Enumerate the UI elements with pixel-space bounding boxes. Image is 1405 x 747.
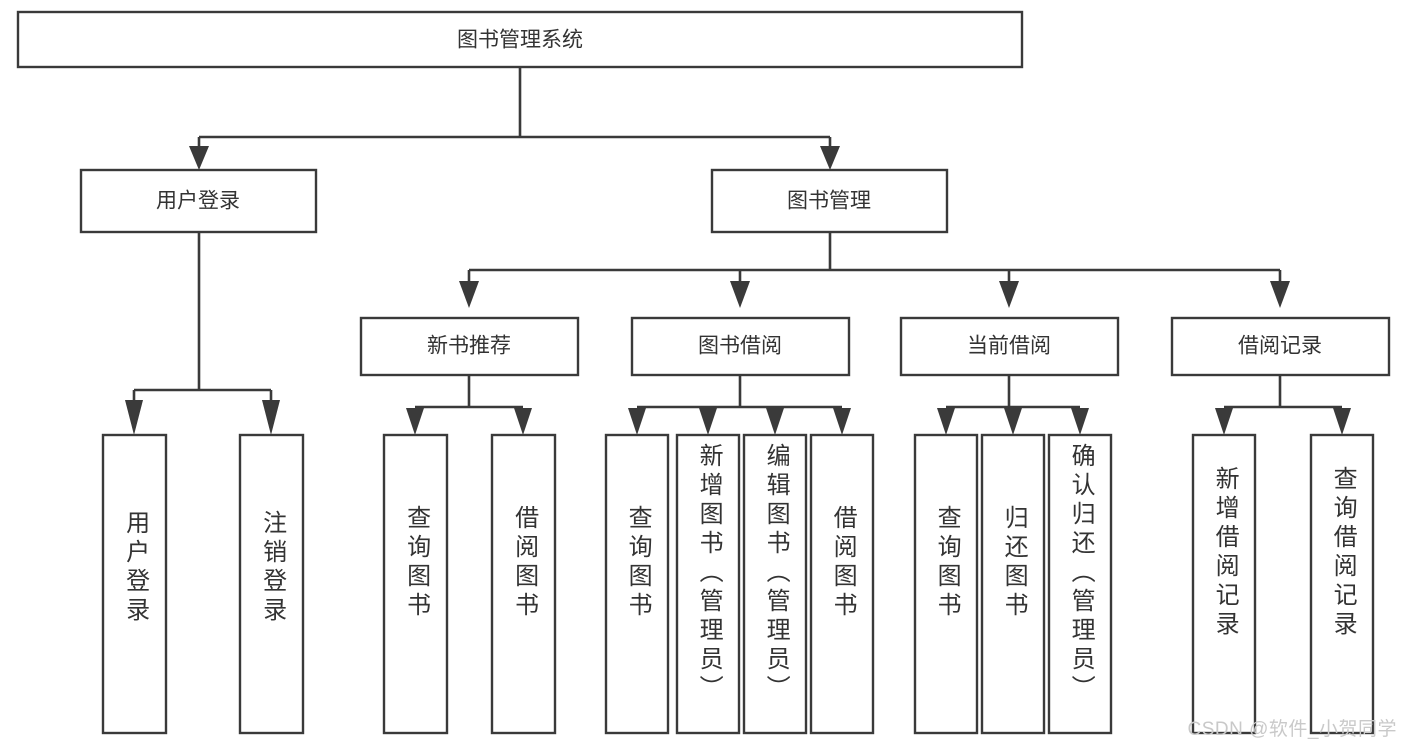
node-book-manage[interactable]: 图书管理 [710,168,949,234]
csdn-watermark: CSDN @软件_小贺同学 [1187,719,1397,740]
connectors-current-borrow-to-leaves [937,375,1089,435]
leaf-add-book-box[interactable] [675,433,741,735]
leaf-query-record-box[interactable] [1309,433,1375,735]
node-borrow-record-box[interactable] [1170,316,1391,377]
leaf-edit-book-box[interactable] [742,433,808,735]
connectors-new-book-to-leaves [406,375,532,435]
leaf-return-book-box[interactable] [980,433,1046,735]
arrow-to-leaf-borrow-book-2 [833,408,851,435]
leaf-boxes [101,433,1375,735]
leaf-query-book-3-box[interactable] [913,433,979,735]
node-book-borrow-box[interactable] [630,316,851,377]
connectors-book-borrow-to-leaves [628,375,851,435]
connectors-root-to-level2 [189,67,840,170]
node-root-box[interactable] [16,10,1024,69]
arrow-to-leaf-borrow-book-1 [514,408,532,435]
node-borrow-record[interactable]: 借阅记录 [1170,316,1391,377]
node-root-label: 图书管理系统 [457,29,583,52]
node-book-borrow-label: 图书借阅 [698,335,782,358]
arrow-to-user-login [189,146,209,170]
arrow-to-leaf-query-book-1 [406,408,424,435]
node-book-manage-label: 图书管理 [787,190,871,213]
leaf-borrow-book-1-box[interactable] [490,433,557,735]
node-user-login-label: 用户登录 [156,190,240,213]
leaf-query-book-2-box[interactable] [604,433,670,735]
arrow-to-leaf-add-record [1215,408,1233,435]
arrow-to-leaf-add-book [699,408,717,435]
node-book-manage-box[interactable] [710,168,949,234]
leaf-confirm-return-box[interactable] [1047,433,1113,735]
arrow-to-leaf-user-login [125,400,143,435]
node-new-book-recommend-label: 新书推荐 [427,335,511,358]
arrow-to-book-borrow [730,281,750,308]
node-user-login-box[interactable] [79,168,318,234]
arrow-to-leaf-user-logout [262,400,280,435]
arrow-to-leaf-query-book-2 [628,408,646,435]
arrow-to-leaf-query-book-3 [937,408,955,435]
node-current-borrow-label: 当前借阅 [967,335,1051,358]
arrow-to-leaf-confirm-return [1071,408,1089,435]
connectors-user-login-to-leaves [125,232,280,435]
arrow-to-current-borrow [999,281,1019,308]
arrow-to-leaf-return-book [1004,408,1022,435]
node-user-login[interactable]: 用户登录 [79,168,318,234]
arrow-to-leaf-query-record [1333,408,1351,435]
connectors-book-manage-to-level3 [459,232,1290,308]
node-root[interactable]: 图书管理系统 [16,10,1024,69]
node-current-borrow[interactable]: 当前借阅 [899,316,1120,377]
leaf-add-record-box[interactable] [1191,433,1257,735]
arrow-to-new-book-recommend [459,281,479,308]
leaf-borrow-book-2-box[interactable] [809,433,875,735]
node-current-borrow-box[interactable] [899,316,1120,377]
node-new-book-recommend-box[interactable] [359,316,580,377]
arrow-to-leaf-edit-book [766,408,784,435]
connectors-borrow-record-to-leaves [1215,375,1351,435]
leaf-user-logout-box[interactable] [238,433,305,735]
leaf-user-login-box[interactable] [101,433,168,735]
arrow-to-borrow-record [1270,281,1290,308]
node-new-book-recommend[interactable]: 新书推荐 [359,316,580,377]
arrow-to-book-manage [820,146,840,170]
leaf-query-book-1-box[interactable] [382,433,449,735]
node-borrow-record-label: 借阅记录 [1238,335,1322,358]
node-book-borrow[interactable]: 图书借阅 [630,316,851,377]
